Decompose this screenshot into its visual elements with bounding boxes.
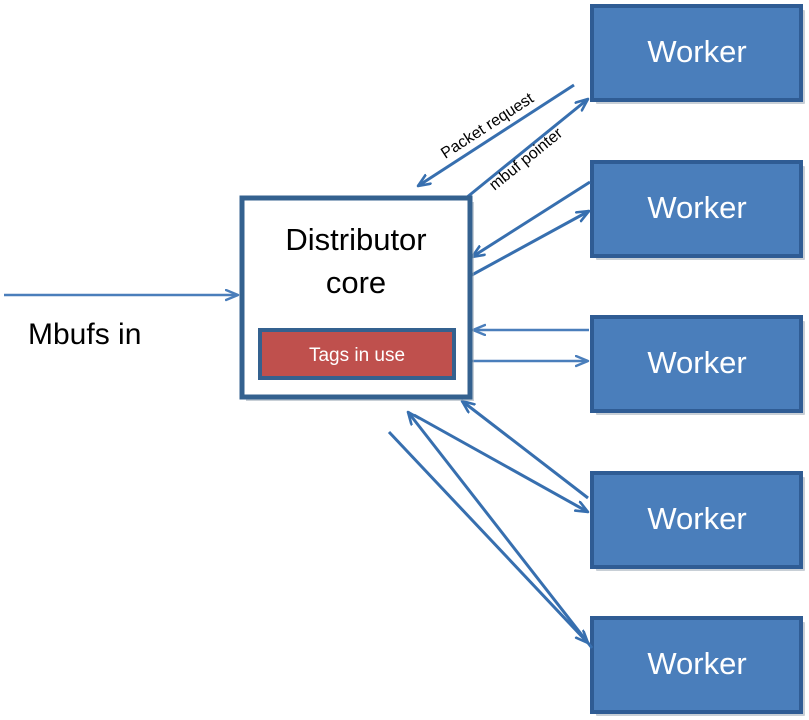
- worker-3-label: Worker: [647, 345, 746, 380]
- worker-node-5[interactable]: Worker: [590, 616, 805, 716]
- worker-5-label: Worker: [647, 646, 746, 681]
- worker-1-box[interactable]: [590, 4, 803, 102]
- worker-node-1[interactable]: Worker: [590, 4, 805, 104]
- mbufs-in-label: Mbufs in: [28, 318, 141, 351]
- edge-request-w2: [472, 180, 591, 257]
- worker-4-box[interactable]: [590, 471, 803, 569]
- edge-mbuf-w2: [469, 209, 589, 278]
- edge-packet-request-w1: [418, 83, 575, 186]
- edge-mbuf-w4: [413, 413, 588, 514]
- edge-mbuf-pointer-w1: [465, 99, 588, 200]
- worker-node-3[interactable]: Worker: [590, 315, 805, 415]
- edge-request-w4: [462, 401, 589, 500]
- worker-3-box[interactable]: [590, 315, 803, 413]
- distributor-node[interactable]: Distributor core Tags in use: [239, 195, 474, 401]
- tags-in-use-box[interactable]: [258, 328, 456, 380]
- worker-1-label: Worker: [647, 34, 746, 69]
- worker-2-label: Worker: [647, 190, 746, 225]
- distributor-label-line1: Distributor: [285, 222, 426, 257]
- tags-in-use-label: Tags in use: [309, 345, 405, 366]
- worker-node-2[interactable]: Worker: [590, 160, 805, 260]
- edge-request-w5: [408, 412, 594, 649]
- distributor-label-line2: core: [326, 265, 386, 300]
- worker-5-box[interactable]: [590, 616, 803, 714]
- worker-2-box[interactable]: [590, 160, 803, 258]
- worker-4-label: Worker: [647, 501, 746, 536]
- edge-mbuf-w5: [387, 430, 588, 643]
- worker-node-4[interactable]: Worker: [590, 471, 805, 571]
